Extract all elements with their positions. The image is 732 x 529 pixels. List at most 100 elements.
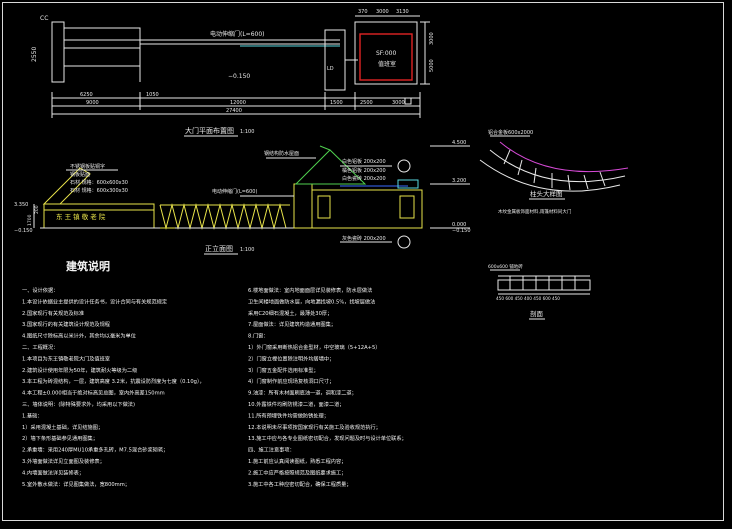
detail-arc-title: 柱头大样图 [530,189,563,198]
plan-dim-27400: 27400 [226,108,242,114]
plan-view: CC 2550 电动伸缩门(L=600) −0.150 LD SF:000 值班… [31,9,435,137]
elev-level-4: −0.150 [452,228,471,234]
note-line: 1.本项目为东王镇敬老院大门及值班室 [22,354,110,362]
elev-level-3: 0.000 [452,222,466,228]
elev-gate-zigzag [159,203,290,230]
note-line: 4）门窗制作前应现场复核洞口尺寸； [248,377,334,385]
plan-right-pillar [324,29,346,91]
note-line: 4.本工程±0.000相当于绝对标高见总图，室内外高差150mm [22,389,165,397]
plan-label-elev: −0.150 [228,73,250,80]
plan-left-pillar [51,21,65,83]
plan-label-cc: CC [40,15,48,22]
plan-dim-right-1: 3000 [429,32,435,45]
note-line: 二、工程概况： [22,343,58,351]
plan-label-ld: LD [327,66,334,72]
plan-title: 大门平面布置图 [185,126,234,135]
elev-annot-sign-1: 白色铝板 200x200 [342,158,386,165]
elev-title: 正立面图 [205,244,233,253]
detail-arc-label-2: 木纹金属板饰面材料,雨篷材料同大门 [498,208,572,215]
plan-dim-9000: 9000 [86,100,99,106]
elev-annot-wall: 白色瓷砖 200x200 [342,175,386,182]
note-line: 4.图纸尺寸除标高以米计外，其余均以毫米为单位 [22,332,136,340]
plan-dim-1500: 1500 [330,100,343,106]
elev-annot-board-1: 不锈钢板贴铜字 [70,163,105,170]
detail-section: 600x600 铺地砖 450 600 450 400 450 600 450 … [488,263,591,320]
elev-annot-board-4: 石材 规格：600x300x30 [70,187,128,194]
plan-dim-right-2: 5000 [429,59,435,72]
note-line: 8.门窗： [248,332,269,340]
elev-level-2: 3.200 [452,178,466,184]
plan-guardhouse-outer [354,21,418,85]
note-line: 7.屋面做法：详见建筑构造通用图集； [248,320,336,328]
elev-guardhouse [311,189,423,229]
plan-label-gate: 电动伸缩门(L=600) [210,30,265,38]
note-line: 9.油漆：所有木材面刷底油一道，调和漆二道； [248,389,357,397]
detail-arc: 铝合金板600x2000 柱头大样图 木纹金属板饰面材料,雨篷材料同大门 [479,129,629,215]
detail-section-title: 剖面 [530,309,544,318]
note-line: 2）门窗立樘位置除注明外均居墙中； [248,354,334,362]
plan-label-guard: 值班室 [378,60,396,68]
plan-dim-1050: 1050 [146,92,159,98]
detail-section-dims: 450 600 450 400 450 600 450 [496,296,560,301]
note-line: 3.本工程为砖混结构，一层，建筑高度 3.2米，抗震设防烈度为七度（0.10g）… [22,377,205,385]
note-line: 采用C20细石混凝土，最薄处30厚； [248,309,332,317]
plan-label-guard-area: SF:000 [376,50,396,57]
note-line: 2.承重墙：采用240厚MU10承重多孔砖，M7.5混合砂浆砌筑； [22,446,168,454]
note-line: 2.建筑设计使用年限为50年，建筑耐火等级为二级 [22,366,137,374]
notes-heading: 建筑说明 [66,259,110,273]
plan-dim-2500: 2500 [360,100,373,106]
plan-dim-top-1: 370 [358,9,368,15]
elev-annot-sign-2: 橘色铝板 200x200 [342,167,386,174]
note-line: 4.内墙面做法详见装修表； [22,468,84,476]
plan-dim-top-3: 3130 [396,9,409,15]
note-line: 12.本说明未尽事项按国家现行有关施工及验收规范执行； [248,423,381,431]
note-line: 6.楼地面做法：室内地面面层详见装修表，防水层做法 [248,286,372,294]
elev-annot-base: 灰色瓷砖 200x200 [342,235,386,242]
plan-dim-left: 2550 [31,47,38,62]
elev-roof [294,149,367,185]
plan-dim-3000: 3000 [392,100,405,106]
note-line: 1）采用混凝土基础，详见结施图； [22,423,103,431]
elev-sign-text: 东 王 镇 敬 老 院 [56,212,106,221]
detail-section-label: 600x600 铺地砖 [488,263,523,270]
notes: 建筑说明 一、设计依据： 1.本设计依据业主提供的设计任务书，设计合同与有关规范规… [22,259,407,488]
note-line: 卫生间楼地面做防水层，向地漏找坡0.5%，找坡层做法 [248,297,375,305]
note-line: 2.施工中应严格按照规范及图纸要求施工； [248,468,346,476]
note-line: 四、施工注意事项： [248,446,295,454]
note-line: 三、墙体说明：(除特殊要求外，均采用以下做法) [22,400,135,408]
note-line: 5.室外散水做法：详见图集做法，宽800mm； [22,480,130,488]
elev-level-1: 4.500 [452,140,466,146]
note-line: 1.基础： [22,411,43,419]
note-line: 1.本设计依据业主提供的设计任务书，设计合同与有关规范规定 [22,297,167,305]
plan-dim-6250: 6250 [80,92,93,98]
elev-annot-gate: 电动伸缩门(L=600) [212,188,257,195]
notes-right-column: 6.楼地面做法：室内地面面层详见装修表，防水层做法 卫生间楼地面做防水层，向地漏… [248,286,407,488]
note-line: 3.国家现行的有关建筑设计规范及规程 [22,320,110,328]
elev-annot-board-3: 石材 规格：600x600x30 [70,179,128,186]
elev-level-6: −0.150 [14,228,33,234]
elev-dim-left-2: 200 [34,205,40,214]
elevation-view: 东 王 镇 敬 老 院 不锈钢板贴铜字 钢板贴面 石材 规格：600x600x3… [14,140,471,255]
elev-level-5: 3.350 [14,202,28,208]
plan-dim-top-2: 3000 [376,9,389,15]
elev-right-pillar [293,183,313,229]
note-line: 2）墙下条形基础参见通用图集； [22,434,98,442]
elev-annot-board-2: 钢板贴面 [70,171,90,178]
note-line: 3）门窗五金配件选用标准型； [248,366,319,374]
note-line: 一、设计依据： [22,286,58,294]
note-line: 1）外门窗采用断热铝合金型材，中空玻璃（5+12A+5） [248,343,381,351]
notes-left-column: 一、设计依据：1.本设计依据业主提供的设计任务书，设计合同与有关规范规定2.国家… [22,286,205,488]
plan-scale: 1:100 [240,129,254,135]
elev-dim-left-1: 1700 [27,214,33,226]
note-line: 10.外露铁件均刷防锈漆二道，面漆二道； [248,400,344,408]
note-line: 1.施工前应认真阅读图纸，熟悉工程内容； [248,457,346,465]
note-line: 3.施工中各工种应密切配合，确保工程质量； [248,480,352,488]
note-line: 11.所有预埋铁件均需做防锈处理； [248,411,329,419]
note-line: 13.施工中应与各专业图纸密切配合，发现问题及时与设计单位联系； [248,434,407,442]
plan-guardhouse-room [359,33,413,81]
plan-sign-wall [63,27,141,41]
elev-annot-roof: 钢结构防水屋面 [264,150,299,157]
plan-dim-12000: 12000 [230,100,246,106]
drawing-frame [2,2,724,521]
